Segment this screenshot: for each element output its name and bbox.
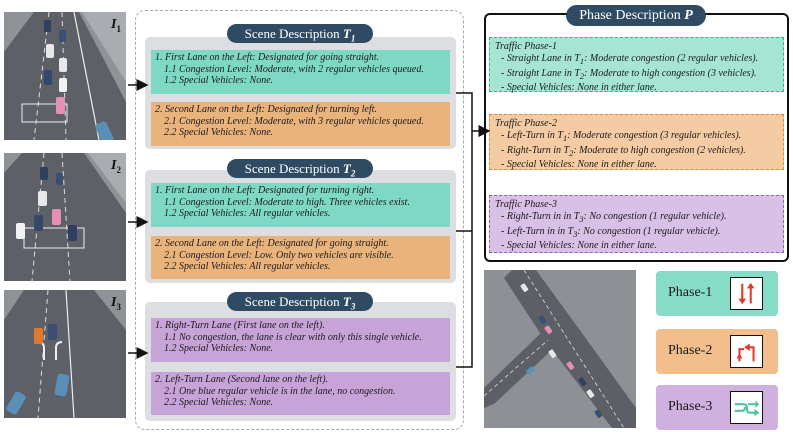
- scene1-lane1-box: 1. First Lane on the Left: Designated fo…: [151, 50, 450, 94]
- traffic-phase-3-line-1: - Right-Turn in in T3: No congestion (1 …: [501, 210, 727, 224]
- scene2-lane2-heading: 2. Second Lane on the Left: Designated f…: [155, 238, 389, 249]
- scene-title-2: Scene Description T2: [227, 159, 373, 179]
- image-label-i1: I1: [111, 17, 121, 34]
- road-scene-2: [4, 153, 126, 281]
- phase-description-title: Phase Description P: [566, 5, 706, 26]
- scene3-lane1-congestion: 1.1 No congestion, the lane is clear wit…: [164, 331, 422, 343]
- scene1-lane1-congestion: 1.1 Congestion Level: Moderate, with 2 r…: [164, 63, 424, 75]
- scene3-lane1-heading: 1. Right-Turn Lane (First lane on the le…: [155, 320, 325, 331]
- scene3-lane2-heading: 2. Left-Turn Lane (Second lane on the le…: [155, 374, 329, 385]
- traffic-phase-2-line-2: - Right-Turn in T2: Moderate to high con…: [501, 144, 746, 158]
- scene3-lane1-box: 1. Right-Turn Lane (First lane on the le…: [151, 318, 450, 362]
- traffic-phase-1-heading: Traffic Phase-1: [495, 41, 557, 52]
- intersection-scene: [484, 270, 636, 428]
- camera-image-1: I1: [4, 12, 126, 140]
- traffic-phase-2-line-1: - Left-Turn in T1: Moderate congestion (…: [501, 129, 742, 143]
- traffic-phase-2-line-3: - Special Vehicles: None in either lane.: [501, 159, 657, 171]
- traffic-phase-3-heading: Traffic Phase-3: [495, 199, 557, 210]
- scene2-lane1-heading: 1. First Lane on the Left: Designated fo…: [155, 185, 375, 196]
- intersection-image: [484, 270, 636, 428]
- traffic-phase-2-heading: Traffic Phase-2: [495, 118, 557, 129]
- phase-1-legend: Phase-1: [656, 271, 778, 316]
- scene2-lane2-special: 2.2 Special Vehicles: All regular vehicl…: [164, 261, 331, 272]
- left-right-turn-icon: [730, 335, 763, 368]
- phase-2-label: Phase-2: [668, 343, 713, 358]
- scene2-lane2-box: 2. Second Lane on the Left: Designated f…: [151, 236, 450, 279]
- scene3-lane2-box: 2. Left-Turn Lane (Second lane on the le…: [151, 372, 450, 415]
- scene2-lane1-box: 1. First Lane on the Left: Designated fo…: [151, 183, 450, 227]
- traffic-phase-1-line-3: - Special Vehicles: None in either lane.: [501, 82, 657, 94]
- traffic-phase-1-line-1: - Straight Lane in T1: Moderate congesti…: [501, 52, 759, 66]
- image-label-i2: I2: [111, 158, 121, 175]
- traffic-phase-3-line-3: - Special Vehicles: None in either lane.: [501, 240, 657, 252]
- scene1-lane2-special: 2.2 Special Vehicles: None.: [164, 127, 274, 138]
- phase-3-label: Phase-3: [668, 399, 713, 414]
- traffic-phase-1-box: Traffic Phase-1 - Straight Lane in T1: M…: [489, 37, 784, 94]
- traffic-phase-1-line-2: - Straight Lane in T2: Moderate to high …: [501, 67, 757, 81]
- scene3-lane2-special: 2.2 Special Vehicles: None.: [164, 397, 274, 408]
- camera-image-3: I3: [4, 290, 126, 418]
- turn-arrows-icon: [730, 391, 763, 424]
- scene1-lane1-special: 1.2 Special Vehicles: None.: [164, 75, 274, 86]
- scene1-lane2-box: 2. Second Lane on the Left: Designated f…: [151, 102, 450, 146]
- traffic-phase-3-box: Traffic Phase-3 - Right-Turn in in T3: N…: [489, 195, 784, 253]
- straight-arrows-icon: [730, 277, 763, 310]
- camera-image-2: I2: [4, 153, 126, 281]
- phase-1-label: Phase-1: [668, 285, 713, 300]
- phase-3-legend: Phase-3: [656, 385, 778, 430]
- traffic-phase-2-box: Traffic Phase-2 - Left-Turn in T1: Moder…: [489, 114, 784, 170]
- scene-title-1: Scene Description T1: [227, 24, 373, 44]
- phase-2-legend: Phase-2: [656, 329, 778, 374]
- scene1-lane2-heading: 2. Second Lane on the Left: Designated f…: [155, 104, 377, 115]
- image-label-i3: I3: [111, 295, 121, 312]
- scene3-lane2-congestion: 2.1 One blue regular vehicle is in the l…: [164, 385, 396, 397]
- traffic-phase-3-line-2: - Left-Turn in in T3: No congestion (1 r…: [501, 225, 721, 239]
- scene2-lane1-special: 1.2 Special Vehicles: All regular vehicl…: [164, 208, 331, 219]
- scene1-lane1-heading: 1. First Lane on the Left: Designated fo…: [155, 52, 380, 63]
- road-scene-1: [4, 12, 126, 140]
- scene3-lane1-special: 1.2 Special Vehicles: None.: [164, 343, 274, 354]
- scene2-lane1-congestion: 1.1 Congestion Level: Moderate to high. …: [164, 196, 410, 208]
- scene-title-3: Scene Description T3: [227, 292, 373, 312]
- scene2-lane2-congestion: 2.1 Congestion Level: Low. Only two vehi…: [164, 249, 394, 261]
- scene1-lane2-congestion: 2.1 Congestion Level: Moderate, with 3 r…: [164, 115, 424, 127]
- road-scene-3: [4, 290, 126, 418]
